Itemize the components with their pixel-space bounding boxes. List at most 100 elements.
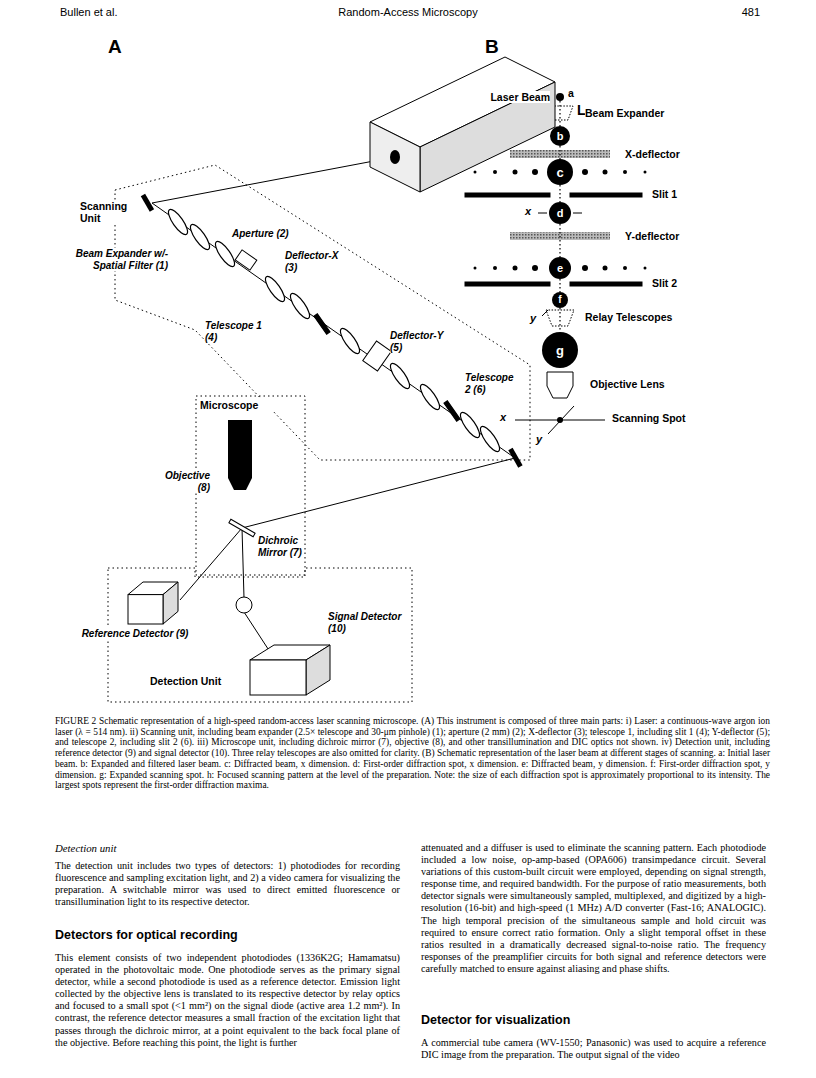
spot-circle: c [547, 159, 573, 185]
body-paragraph: This element consists of two independent… [55, 952, 400, 1049]
spot-circle: f [552, 292, 568, 308]
section-heading: Detector for visualization [421, 1013, 766, 1027]
part-label: y [536, 433, 548, 446]
focus-lens [236, 597, 252, 613]
node-heading: Detection Unit [150, 675, 240, 687]
lens [337, 326, 362, 356]
laser-front [370, 122, 420, 192]
beam-path-a [152, 157, 515, 655]
body-paragraph: attenuated and a diffuser is used to eli… [421, 842, 766, 975]
part-label: Scanning Spot [612, 412, 722, 424]
spot-circle: a [556, 93, 564, 101]
shape-outline [250, 645, 330, 695]
part-label: Objective (8) [150, 470, 210, 493]
lens [212, 239, 237, 269]
dot [644, 267, 647, 270]
part-label: x [525, 205, 537, 218]
section-heading: Detectors for optical recording [55, 928, 400, 942]
node-heading: Microscope [200, 399, 280, 411]
lens [187, 222, 212, 252]
box-side [306, 645, 330, 695]
part-label: y [530, 312, 542, 325]
component-box: Signal Detector (10) [250, 645, 330, 695]
node-heading: Scanning Unit [80, 200, 142, 224]
box-side [163, 582, 178, 624]
lens [387, 361, 412, 391]
unit-region: Detection Unit Reference Detector (9) Sign… [105, 565, 415, 705]
part-label: X-deflector [625, 148, 715, 160]
beam-connector [559, 279, 560, 292]
dotted-outline [115, 165, 530, 460]
node-heading: a [568, 87, 582, 99]
unit-region: Scanning Unit [112, 155, 532, 463]
body-paragraph: A commercial tube camera (WV-1550; Panas… [421, 1037, 766, 1061]
spot-letter: g [556, 344, 564, 357]
dot [623, 170, 627, 174]
section-heading: Detection unit [55, 842, 255, 854]
beam-connector [559, 101, 560, 126]
part-label: Deflector-Y (5) [390, 330, 452, 353]
dot [532, 169, 538, 175]
spot-letter: c [556, 166, 563, 179]
lens [287, 291, 312, 321]
mirror [508, 448, 522, 468]
lens [417, 382, 442, 412]
part-label: Deflector-X (3) [285, 250, 347, 273]
part-label: Laser Beam [478, 91, 550, 103]
mirror [141, 194, 154, 212]
shape-outline [112, 155, 532, 463]
part-label: Telescope 1 (4) [205, 320, 267, 343]
figure-caption: FIGURE 2 Schematic representation of a h… [55, 716, 770, 791]
dot [603, 170, 608, 175]
dot [644, 171, 647, 174]
lens [262, 274, 287, 304]
deflector-y [363, 341, 392, 371]
dot [513, 170, 518, 175]
deflector-x [235, 250, 257, 270]
beam-connector [559, 146, 560, 159]
dotted-outline [196, 396, 305, 575]
part-label: Relay Telescopes [585, 311, 705, 323]
dichroic-mirror [229, 519, 255, 536]
dot [603, 266, 608, 271]
slit [314, 314, 330, 334]
box-front [128, 595, 163, 624]
lens [457, 410, 482, 440]
dot [532, 265, 538, 271]
dot [493, 266, 497, 270]
dot [582, 265, 588, 271]
part-label: Beam Expander [585, 107, 685, 119]
lens-train [165, 207, 502, 454]
dot [493, 170, 497, 174]
shape-outline [365, 52, 560, 197]
dot [582, 169, 588, 175]
laser-side [420, 82, 555, 192]
component-box: Reference Detector (9) [128, 582, 178, 624]
spot-circle: g [542, 332, 578, 368]
component-box: Laser [365, 52, 560, 197]
dot [623, 266, 627, 270]
part-label: Random-Access Microscopy [300, 6, 516, 19]
part-label: Aperture (2) [232, 228, 304, 240]
spot-letter: b [557, 131, 564, 142]
lens [165, 207, 190, 237]
part-label: Bullen et al. [60, 6, 210, 19]
spot-letter: d [557, 208, 564, 219]
spot-circle: b [550, 126, 570, 146]
node-heading: Reference Detector (9) [80, 628, 190, 640]
slit [444, 401, 460, 421]
part-label: Beam Expander w/- Spatial Filter (1) [58, 248, 168, 271]
spot-circle: e [549, 257, 571, 279]
beam-connector [559, 224, 560, 257]
box-front [250, 660, 306, 695]
part-label: A [108, 36, 138, 58]
lens [477, 424, 502, 454]
beam-connector [559, 308, 560, 332]
objective [228, 420, 252, 490]
part-label: B [485, 36, 515, 58]
part-label: Y-deflector [625, 230, 715, 242]
shape-outline [128, 582, 178, 624]
dot [513, 266, 518, 271]
part-label: x [500, 411, 512, 424]
